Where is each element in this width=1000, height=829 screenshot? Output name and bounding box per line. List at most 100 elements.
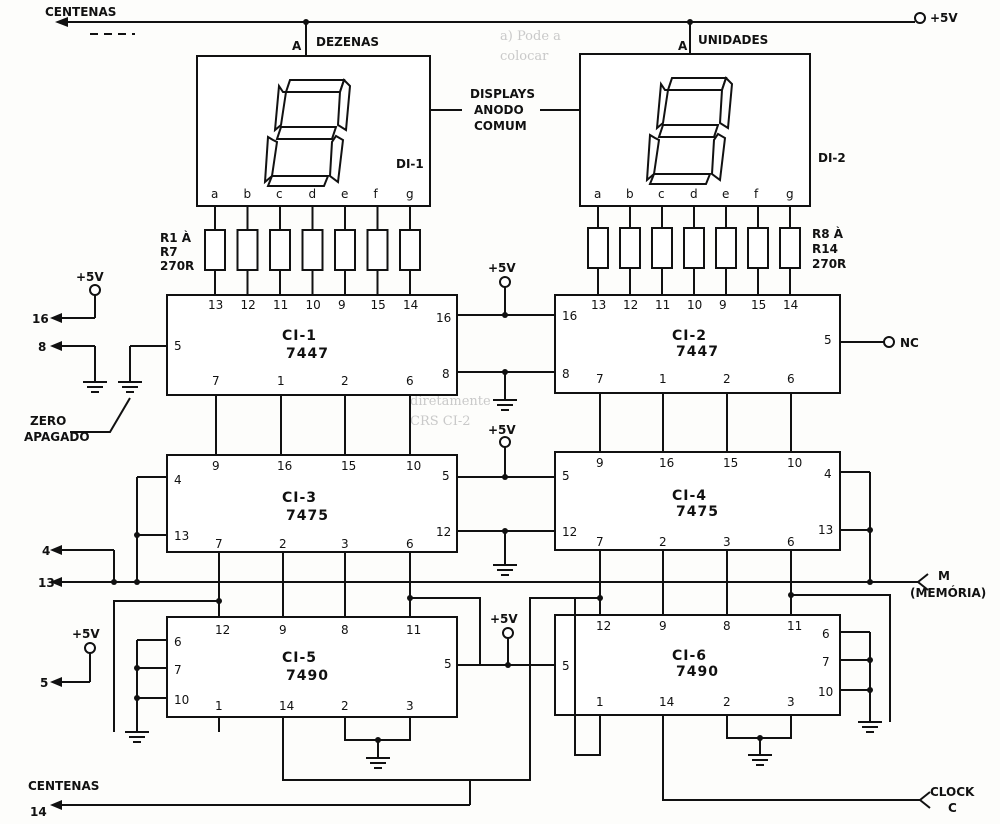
ci1-pin-16: 16 bbox=[436, 311, 451, 325]
r1-r7-label-2: R7 bbox=[160, 245, 178, 259]
terminal-4: 4 bbox=[42, 544, 50, 558]
bg-text-2: colocar bbox=[500, 49, 549, 64]
ic-ci5: CI-5 7490 6 7 10 5 bbox=[166, 616, 458, 718]
ci3-pin-4: 4 bbox=[174, 473, 182, 487]
ci2-pin-15: 15 bbox=[751, 298, 766, 312]
top-rail: CENTENAS +5V A DEZENAS A UNIDADES bbox=[45, 5, 958, 56]
ci2-name: CI-2 bbox=[672, 328, 707, 344]
centenas-bottom-label: CENTENAS bbox=[28, 779, 99, 793]
ci5-pin-10: 10 bbox=[174, 693, 189, 707]
ic-ci1: CI-1 7447 5 16 8 bbox=[166, 294, 458, 396]
bg-text-4: diretamente bbox=[410, 394, 491, 409]
displays-label-1: DISPLAYS bbox=[470, 87, 535, 101]
ci5-pin-6: 6 bbox=[174, 635, 182, 649]
ci4-type: 7475 bbox=[676, 504, 719, 520]
resistor bbox=[366, 229, 389, 271]
background-text: a) Pode a colocar CRS CI-2 diretamente bbox=[410, 29, 561, 429]
ci6-pin-12: 12 bbox=[596, 619, 611, 633]
ci4-pin-15: 15 bbox=[723, 456, 738, 470]
ci5-pin-9: 9 bbox=[279, 623, 287, 637]
segment-letter-a: a bbox=[594, 187, 601, 201]
resistor bbox=[269, 229, 291, 271]
ci2-pin-2: 2 bbox=[723, 372, 731, 386]
ic-ci4: CI-4 7475 5 12 4 13 bbox=[554, 451, 841, 551]
plus5v-top-label: +5V bbox=[930, 11, 958, 25]
ci3-pin-15: 15 bbox=[341, 459, 356, 473]
ci4-pin-7: 7 bbox=[596, 535, 604, 549]
ci6-type: 7490 bbox=[676, 664, 719, 680]
ci1-pin-13: 13 bbox=[208, 298, 223, 312]
ci3-pin-7: 7 bbox=[215, 537, 223, 551]
ci2-pin-5: 5 bbox=[824, 333, 832, 347]
resistor bbox=[204, 229, 226, 271]
ci1-pin-14: 14 bbox=[403, 298, 418, 312]
terminal-8: 8 bbox=[38, 340, 46, 354]
segment-letter-e: e bbox=[341, 187, 348, 201]
ci3-pin-3: 3 bbox=[341, 537, 349, 551]
ci6-pin-2: 2 bbox=[723, 695, 731, 709]
ci2-pin-16: 16 bbox=[562, 309, 577, 323]
ci1-pin-12: 12 bbox=[241, 298, 256, 312]
ci6-name: CI-6 bbox=[672, 648, 707, 664]
ci6-pin-14: 14 bbox=[659, 695, 674, 709]
ci5-pin-8: 8 bbox=[341, 623, 349, 637]
m-label: M bbox=[938, 569, 950, 583]
display-di1: DI-1 bbox=[196, 55, 431, 207]
memoria-label: (MEMÓRIA) bbox=[910, 585, 986, 600]
ci4-pin-2: 2 bbox=[659, 535, 667, 549]
ci4-pin-13: 13 bbox=[818, 523, 833, 537]
vcc-label-left1: +5V bbox=[76, 270, 104, 284]
displays-note: DISPLAYS ANODO COMUM bbox=[430, 87, 580, 133]
ic-ci6: CI-6 7490 5 6 7 10 bbox=[554, 614, 841, 716]
segment-letter-d: d bbox=[690, 187, 698, 201]
ci4-pin-6: 6 bbox=[787, 535, 795, 549]
ci1-pin-8: 8 bbox=[442, 367, 450, 381]
ci6-pin-10: 10 bbox=[818, 685, 833, 699]
ci2-pin-12: 12 bbox=[623, 298, 638, 312]
dezenas-label: DEZENAS bbox=[316, 35, 379, 49]
ci6-pin-9: 9 bbox=[659, 619, 667, 633]
ci2-pin-10: 10 bbox=[687, 298, 702, 312]
segment-letter-c: c bbox=[658, 187, 665, 201]
ci4-pin-16: 16 bbox=[659, 456, 674, 470]
ci3-pin-13: 13 bbox=[174, 529, 189, 543]
resistor bbox=[651, 227, 673, 269]
resistor bbox=[399, 229, 421, 271]
segment-letter-f: f bbox=[374, 187, 379, 201]
ic-ci2: CI-2 7447 16 8 5 bbox=[554, 294, 841, 394]
ci3-pin-12: 12 bbox=[436, 525, 451, 539]
resistor bbox=[236, 229, 259, 271]
ci1-pin-7: 7 bbox=[212, 374, 220, 388]
resistor bbox=[779, 227, 801, 269]
vcc-label-mid3: +5V bbox=[490, 612, 518, 626]
ci5-pin-1: 1 bbox=[215, 699, 223, 713]
resistor bbox=[334, 229, 356, 271]
segment-letter-b: b bbox=[626, 187, 634, 201]
ci6-pin-11: 11 bbox=[787, 619, 802, 633]
ci2-pin-6: 6 bbox=[787, 372, 795, 386]
resistor-bank-r8-r14 bbox=[587, 206, 801, 295]
resistor bbox=[301, 229, 324, 271]
ci4-pin-4: 4 bbox=[824, 467, 832, 481]
ci5-pin-5: 5 bbox=[444, 657, 452, 671]
resistor-bank-r1-r7 bbox=[204, 206, 421, 295]
ci1-pin-15: 15 bbox=[371, 298, 386, 312]
ci3-type: 7475 bbox=[286, 508, 329, 524]
resistor bbox=[587, 227, 609, 269]
segment-letter-b: b bbox=[244, 187, 252, 201]
ci4-pin-9: 9 bbox=[596, 456, 604, 470]
ci5-pin-14: 14 bbox=[279, 699, 294, 713]
centenas-top-label: CENTENAS bbox=[45, 5, 116, 19]
ci1-pin-9: 9 bbox=[338, 298, 346, 312]
ci5-pin-11: 11 bbox=[406, 623, 421, 637]
terminal-13: 13 bbox=[38, 576, 55, 590]
ci5-pin-3: 3 bbox=[406, 699, 414, 713]
vcc-label-mid2: +5V bbox=[488, 423, 516, 437]
ci1-pin-1: 1 bbox=[277, 374, 285, 388]
ci2-pin-13: 13 bbox=[591, 298, 606, 312]
ic-ci3: CI-3 7475 4 13 5 12 bbox=[166, 454, 458, 553]
